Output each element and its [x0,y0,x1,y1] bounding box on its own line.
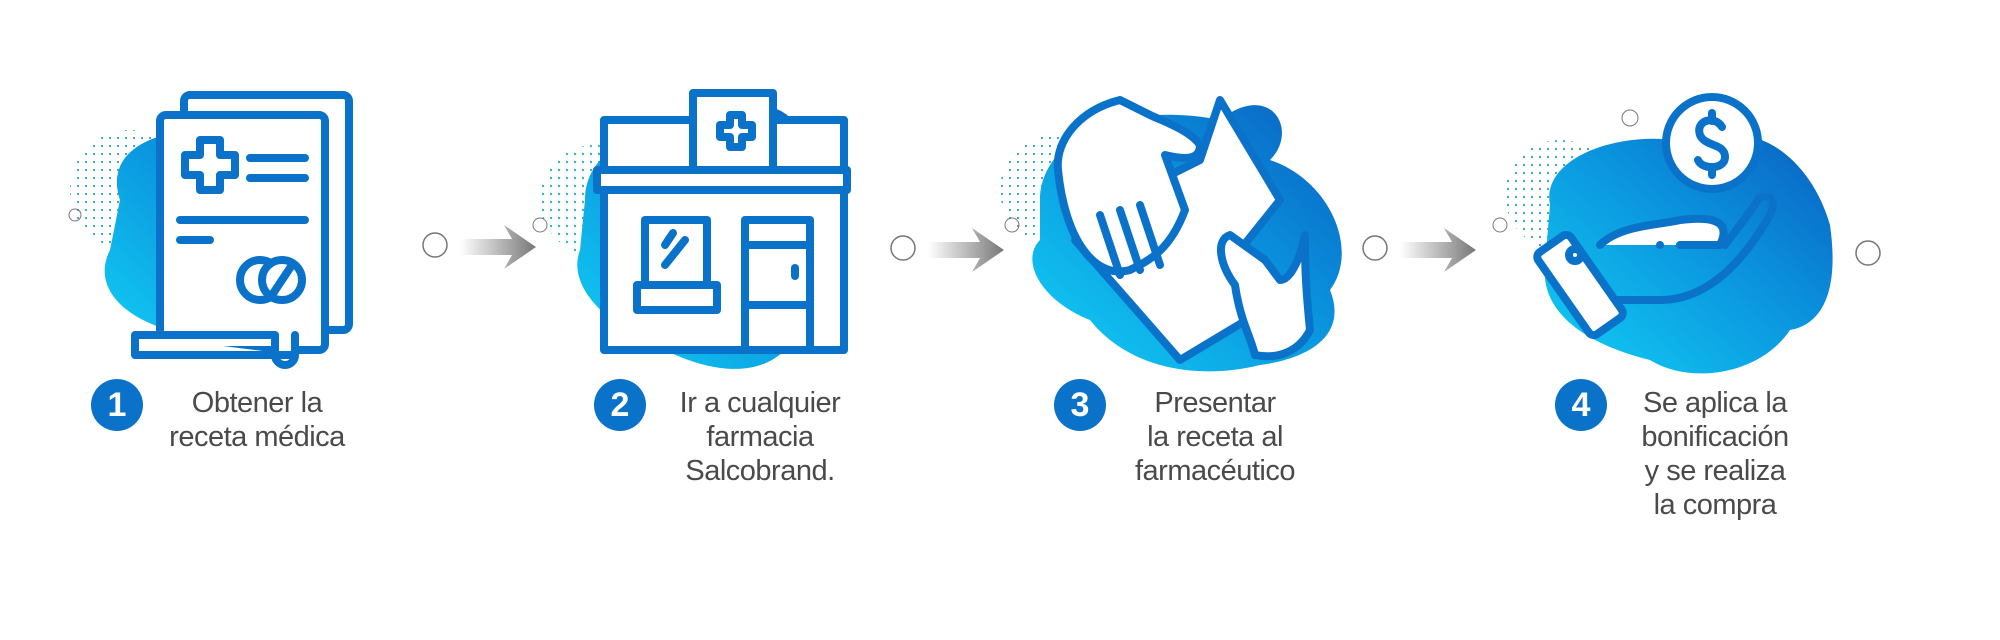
step-3-line: la receta al [1147,421,1283,453]
arrow-right-icon [422,225,536,269]
ring-decoration [1855,240,1881,266]
handing-prescription-icon [1053,96,1314,364]
ring-decoration [1621,109,1639,127]
step-2-line: Ir a cualquier [679,387,841,419]
step-3-illustration [1000,96,1342,372]
step-3-number-badge: 3 [1054,379,1106,431]
arrow-right-icon [890,228,1004,272]
step-2-line: farmacia [706,421,814,453]
step-4-description: Se aplica la bonificación y se realiza l… [1641,386,1789,522]
step-1-line: receta médica [169,421,345,453]
step-4-line: y se realiza [1644,455,1786,487]
ring-decoration [532,217,548,233]
step-4-illustration [1492,93,1881,374]
step-1-line: Obtener la [191,387,323,419]
step-2-illustration [532,89,851,369]
step-3-line: Presentar [1154,387,1276,419]
step-2-line: Salcobrand. [685,455,835,487]
step-2-number-badge: 2 [594,379,646,431]
step-1-description: Obtener la receta médica [169,386,345,454]
ring-decoration [1004,217,1020,233]
step-3-line: farmacéutico [1134,455,1296,487]
ring-decoration [68,208,82,222]
step-4-line: la compra [1653,489,1777,521]
ring-decoration [1492,217,1508,233]
step-4-line: Se aplica la [1643,387,1787,419]
step-2-description: Ir a cualquier farmacia Salcobrand. [680,386,841,488]
dollar-sign-icon [1694,109,1729,179]
pharmacy-store-icon [593,89,851,354]
hand-coin-icon [1533,93,1777,340]
step-4-line: bonificación [1641,421,1789,453]
prescription-icon [131,91,353,369]
step-4-number-badge: 4 [1555,379,1607,431]
step-1-number-badge: 1 [91,379,143,431]
step-3-description: Presentar la receta al farmacéutico [1134,386,1296,488]
arrow-right-icon [1362,228,1476,272]
step-1-illustration [68,91,353,369]
